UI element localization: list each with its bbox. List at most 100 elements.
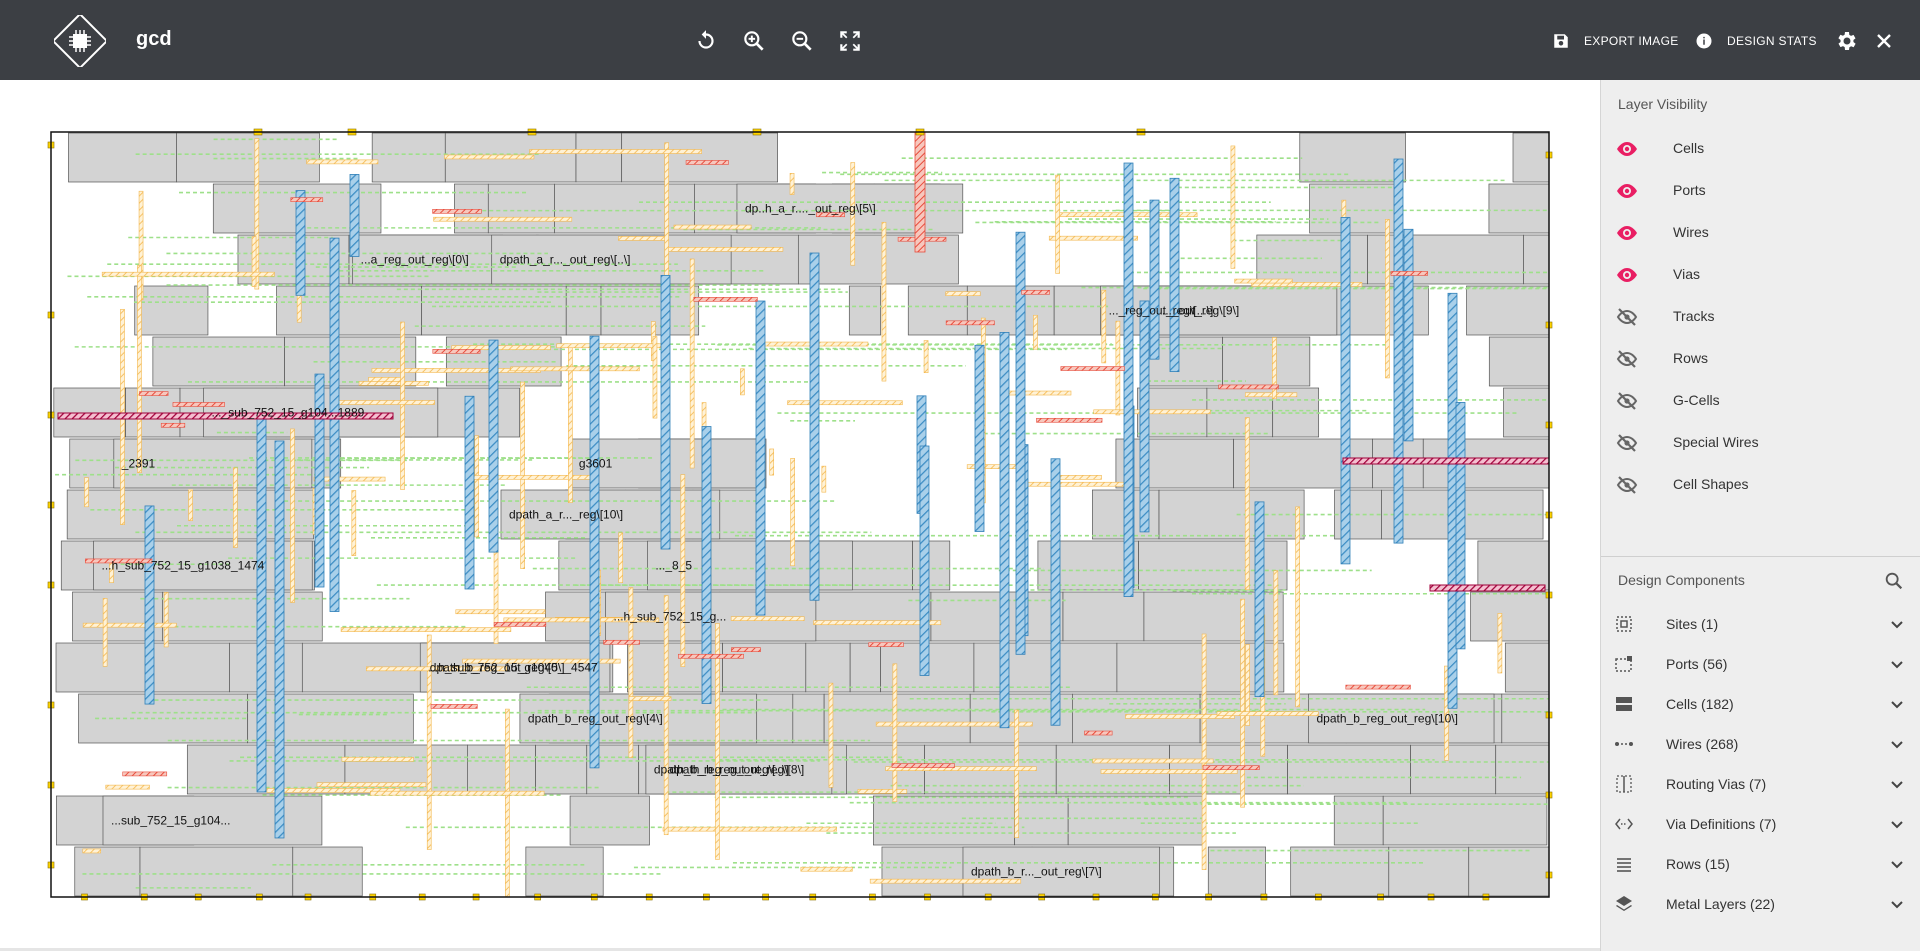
zoom-in-icon[interactable] xyxy=(741,28,767,54)
layer-toggle-g-cells[interactable]: G-Cells xyxy=(1601,380,1920,422)
component-metal-layers[interactable]: Metal Layers (22) xyxy=(1601,884,1920,924)
metal-wire-vertical xyxy=(1139,300,1150,533)
cell xyxy=(535,744,588,795)
cell xyxy=(797,234,959,285)
layer-toggle-cells[interactable]: Cells xyxy=(1601,128,1920,170)
metal-wire xyxy=(875,721,1033,727)
metal-wire xyxy=(1251,282,1363,287)
cell xyxy=(930,591,1064,642)
metal-wire xyxy=(313,476,386,482)
layer-toggle-wires[interactable]: Wires xyxy=(1601,212,1920,254)
metal-wire xyxy=(455,609,546,615)
via-segment xyxy=(1202,765,1260,770)
reset-view-icon[interactable] xyxy=(693,28,719,54)
metal-wire xyxy=(370,790,545,796)
component-cells[interactable]: Cells (182) xyxy=(1601,684,1920,724)
sites-icon xyxy=(1614,614,1634,634)
chevron-down-icon[interactable] xyxy=(1887,654,1907,674)
layer-toggle-cell-shapes[interactable]: Cell Shapes xyxy=(1601,464,1920,506)
eye-off-icon[interactable] xyxy=(1615,305,1639,329)
metal-wire xyxy=(462,658,621,664)
layer-toggle-ports[interactable]: Ports xyxy=(1601,170,1920,212)
metal-wire xyxy=(1444,665,1449,761)
metal-wire xyxy=(662,826,837,832)
metal-wire-vertical xyxy=(295,190,306,296)
cell xyxy=(1504,642,1550,693)
metal-wire xyxy=(137,265,142,473)
metal-wire xyxy=(316,782,427,788)
component-routing-vias[interactable]: Routing Vias (7) xyxy=(1601,764,1920,804)
chevron-down-icon[interactable] xyxy=(1887,894,1907,914)
chevron-down-icon[interactable] xyxy=(1887,814,1907,834)
metal-wire-vertical xyxy=(329,237,340,612)
via-segment xyxy=(1060,366,1125,371)
metal-wire xyxy=(1092,758,1214,764)
eye-icon[interactable] xyxy=(1615,179,1639,203)
layer-toggle-rows[interactable]: Rows xyxy=(1601,338,1920,380)
layer-toggle-tracks[interactable]: Tracks xyxy=(1601,296,1920,338)
close-icon[interactable] xyxy=(1872,29,1896,53)
metal-wire xyxy=(101,271,275,277)
metal-wire xyxy=(340,627,512,632)
component-wires[interactable]: Wires (268) xyxy=(1601,724,1920,764)
metal-wire xyxy=(82,848,101,854)
routing-vias-icon xyxy=(1614,774,1634,794)
component-ports[interactable]: Ports (56) xyxy=(1601,644,1920,684)
chevron-down-icon[interactable] xyxy=(1887,774,1907,794)
metal-wire xyxy=(82,622,177,628)
zoom-out-icon[interactable] xyxy=(789,28,815,54)
chevron-down-icon[interactable] xyxy=(1887,694,1907,714)
eye-off-icon[interactable] xyxy=(1615,473,1639,497)
export-image-button[interactable]: EXPORT IMAGE xyxy=(1552,30,1679,52)
fit-to-screen-icon[interactable] xyxy=(837,28,863,54)
metal-wire xyxy=(102,598,108,667)
metal-wire xyxy=(628,587,634,758)
search-icon[interactable] xyxy=(1883,570,1905,592)
cell xyxy=(1470,591,1550,642)
cell xyxy=(912,540,951,591)
eye-icon[interactable] xyxy=(1615,137,1639,161)
layer-toggle-vias[interactable]: Vias xyxy=(1601,254,1920,296)
cell xyxy=(161,591,323,642)
via-segment xyxy=(685,160,729,165)
metal-wire xyxy=(663,595,669,836)
component-via-definitions[interactable]: Via Definitions (7) xyxy=(1601,804,1920,844)
via-segment xyxy=(172,402,225,407)
eye-off-icon[interactable] xyxy=(1615,431,1639,455)
ports-icon xyxy=(1614,654,1634,674)
eye-icon[interactable] xyxy=(1615,221,1639,245)
component-sites[interactable]: Sites (1) xyxy=(1601,604,1920,644)
metal-wire xyxy=(680,474,686,667)
metal-wire xyxy=(800,866,853,872)
via-segment xyxy=(139,391,169,396)
layout-canvas[interactable]: dp..h_a_r...._out_reg\[5\]...a_reg_out_r… xyxy=(0,80,1600,948)
eye-icon[interactable] xyxy=(1615,263,1639,287)
info-icon xyxy=(1696,33,1712,49)
metal-wire xyxy=(1244,417,1250,591)
layout-canvas-area[interactable]: dp..h_a_r...._out_reg\[5\]...a_reg_out_r… xyxy=(0,80,1600,951)
cell xyxy=(805,642,851,693)
via-segment xyxy=(1084,730,1113,736)
cell xyxy=(1062,591,1145,642)
design-stats-button[interactable]: DESIGN STATS xyxy=(1695,30,1817,52)
cell xyxy=(1388,846,1470,897)
eye-off-icon[interactable] xyxy=(1615,389,1639,413)
cell xyxy=(55,642,230,693)
metal-wire xyxy=(1101,289,1107,364)
metal-wire xyxy=(1234,278,1293,284)
eye-off-icon[interactable] xyxy=(1615,347,1639,371)
via-segment xyxy=(432,209,482,214)
metal-wire xyxy=(1033,314,1038,350)
metal-wire xyxy=(769,448,775,476)
cell xyxy=(1468,846,1550,897)
metal-wire-vertical xyxy=(464,395,475,590)
layer-toggle-special-wires[interactable]: Special Wires xyxy=(1601,422,1920,464)
component-rows[interactable]: Rows (15) xyxy=(1601,844,1920,884)
cell xyxy=(1290,846,1390,897)
settings-gear-icon[interactable] xyxy=(1834,29,1858,53)
cell-name-label: dpath_a_r..._reg\[10\] xyxy=(509,508,623,522)
chevron-down-icon[interactable] xyxy=(1887,734,1907,754)
metal-wire xyxy=(1055,174,1060,274)
chevron-down-icon[interactable] xyxy=(1887,854,1907,874)
chevron-down-icon[interactable] xyxy=(1887,614,1907,634)
